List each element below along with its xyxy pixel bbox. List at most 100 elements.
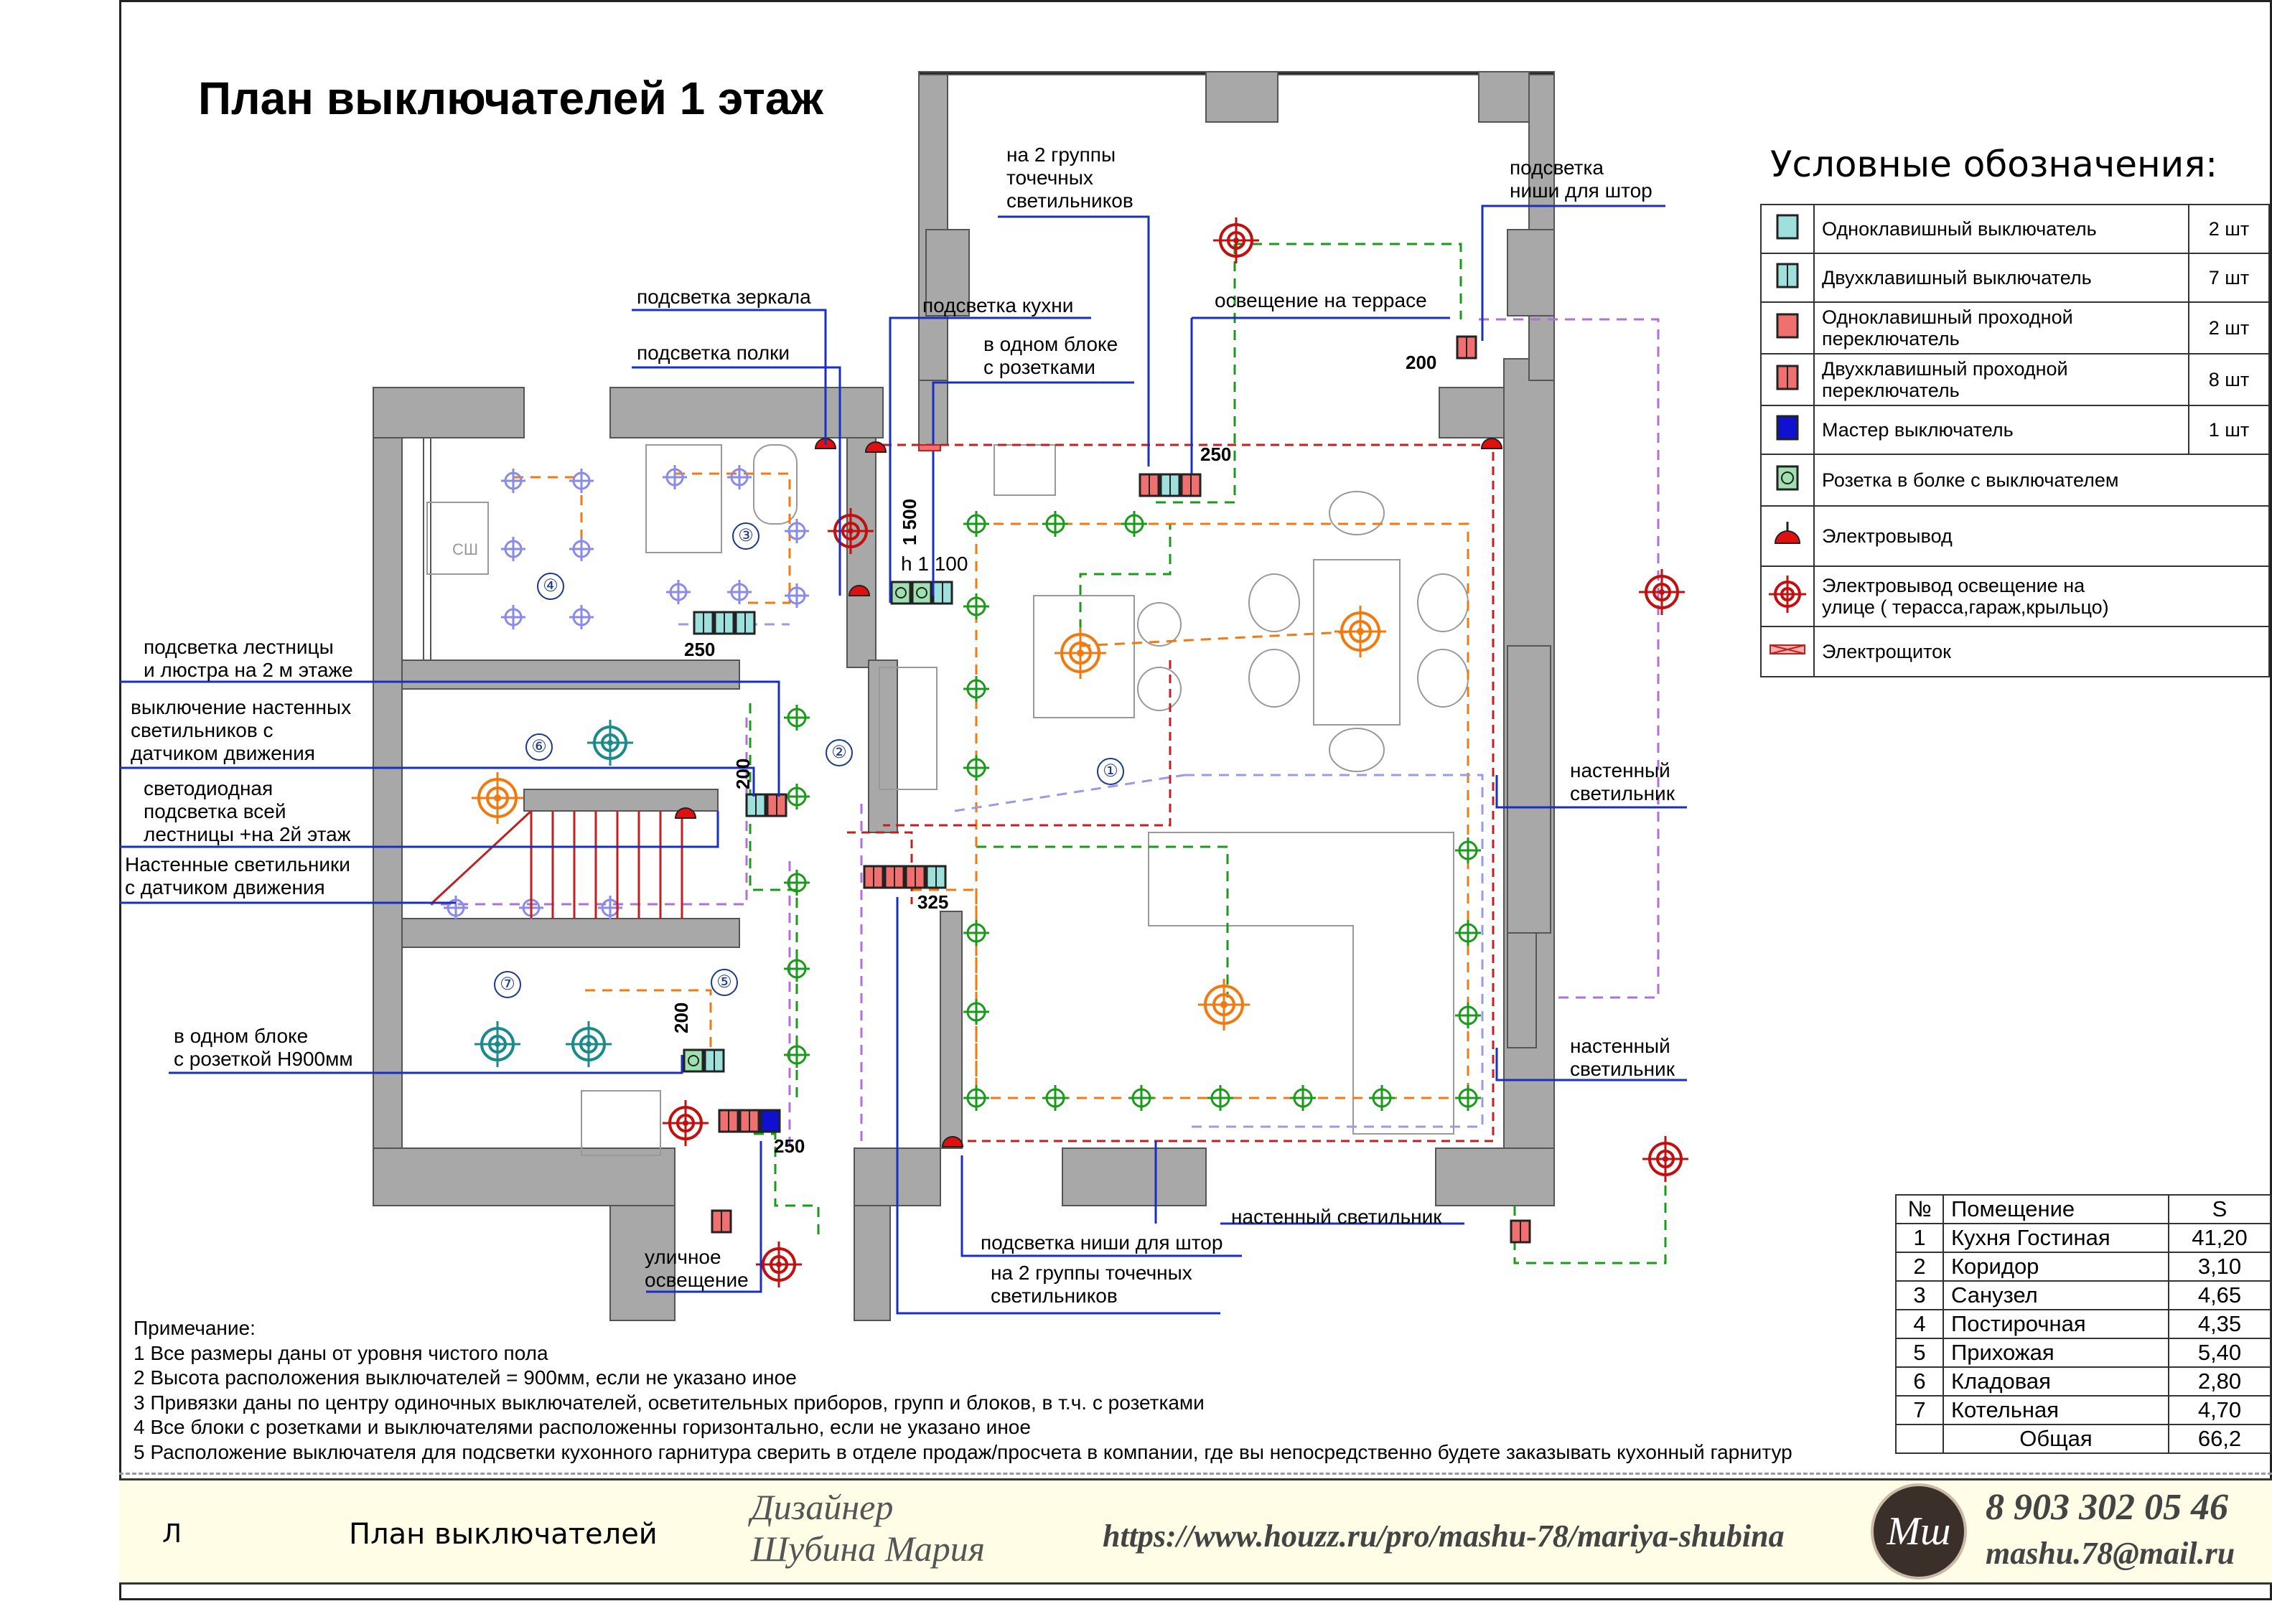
wiring-purple: [431, 318, 1660, 1148]
callout-one-block-socket-h900: в одном блоке с розеткой Н900мм: [174, 1025, 353, 1070]
double-pass-switch-icon: [1776, 365, 1799, 390]
room-name: Постирочная: [1943, 1309, 2169, 1339]
room-number-3: ③: [732, 522, 759, 550]
page-title: План выключателей 1 этаж: [198, 72, 823, 124]
room-number-7: ⑦: [494, 971, 521, 998]
room-num: 1: [1895, 1223, 1944, 1253]
callout-wall-light-1: настенный светильник: [1570, 759, 1675, 804]
callout-curtain-niche-bottom: подсветка ниши для штор: [981, 1231, 1223, 1254]
total-label: Общая: [1943, 1424, 2169, 1454]
callout-street: уличное освещение: [645, 1246, 749, 1291]
legend-count: 7 шт: [2188, 253, 2270, 303]
electrical-panel-icon: [918, 444, 941, 451]
callout-kitchen: подсветка кухни: [922, 294, 1074, 316]
room-area: 4,35: [2168, 1309, 2271, 1339]
dim-250-bath: 250: [684, 639, 716, 660]
callout-two-groups-bottom: на 2 группы точечных светильников: [991, 1262, 1192, 1307]
room-number-2: ②: [826, 739, 853, 766]
dim-325: 325: [917, 891, 949, 913]
walls: [373, 71, 1555, 1321]
legend-row: Одноклавишный выключатель 2 шт: [1760, 204, 2270, 254]
callout-led-stairs: светодиодная подсветка всей лестницы +на…: [144, 777, 351, 845]
room-name: Коридор: [1943, 1252, 2169, 1282]
legend-row: Электрощиток: [1760, 626, 2270, 677]
legend-label: Электрощиток: [1813, 626, 2270, 677]
legend-count: 2 шт: [2188, 301, 2270, 355]
legend-row: Электровывод: [1760, 505, 2270, 567]
legend-label: Двухклавишный проходной переключатель: [1813, 353, 2189, 406]
room-num: 4: [1895, 1309, 1944, 1339]
legend-label: Одноклавишный проходной переключатель: [1813, 301, 2189, 355]
room-num: 6: [1895, 1366, 1944, 1397]
designer-name: Дизайнер Шубина Мария: [751, 1487, 985, 1569]
room-area: 5,40: [2168, 1338, 2271, 1368]
room-name: Кухня Гостиная: [1943, 1223, 2169, 1253]
dim-1500: 1 500: [899, 498, 920, 545]
room-number-5: ⑤: [711, 969, 738, 996]
room-number-6: ⑥: [525, 733, 553, 761]
legend-count: 8 шт: [2188, 353, 2270, 406]
socket-switch-icon: [1776, 465, 1799, 491]
legend-row: Мастер выключатель 1 шт: [1760, 405, 2270, 455]
single-pass-switch-icon: [1776, 313, 1799, 339]
callout-terrace: освещение на террасе: [1215, 289, 1427, 311]
legend-count: 2 шт: [2188, 204, 2270, 254]
designer-url[interactable]: https://www.houzz.ru/pro/mashu-78/mariya…: [1103, 1519, 1785, 1554]
wiring-red: [847, 443, 1495, 1142]
sheet-number: Л: [162, 1519, 182, 1549]
switch-blocks: [683, 335, 1531, 1244]
callout-lines: [119, 205, 1687, 1315]
room-area: 2,80: [2168, 1366, 2271, 1397]
footer-divider: [119, 1473, 2272, 1475]
callout-wall-motion-off: выключение настенных светильников с датч…: [131, 696, 352, 764]
dim-250-entry: 250: [774, 1135, 805, 1157]
legend-table: Одноклавишный выключатель 2 шт Двухклави…: [1760, 204, 2270, 677]
room-num: 7: [1895, 1395, 1944, 1425]
designer-email[interactable]: mashu.78@mail.ru: [1986, 1536, 2235, 1571]
legend-label: Одноклавишный выключатель: [1813, 204, 2189, 254]
wiring-lavender: [678, 623, 1484, 1128]
room-area: 4,70: [2168, 1395, 2271, 1425]
sheet-name: План выключателей: [349, 1518, 658, 1551]
callout-curtain-niche-top: подсветка ниши для штор: [1510, 156, 1652, 202]
callout-wall-light-2: настенный светильник: [1570, 1035, 1675, 1080]
legend-label: Электровывод освещение на улице ( терасс…: [1813, 565, 2270, 627]
legend-label: Розетка в болке с выключателем: [1813, 454, 2270, 507]
wiring-orange: [513, 472, 1469, 1099]
designer-logo: Мш: [1871, 1483, 1967, 1580]
room-num: 2: [1895, 1252, 1944, 1282]
legend-label: Мастер выключатель: [1813, 405, 2189, 455]
legend-row: Двухклавишный выключатель 7 шт: [1760, 253, 2270, 303]
callout-shelf: подсветка полки: [637, 342, 790, 364]
callout-stair-chandelier: подсветка лестницы и люстра на 2 м этаже: [144, 636, 353, 681]
label-sh: СШ: [452, 540, 479, 558]
callout-mirror: подсветка зеркала: [637, 286, 811, 308]
callout-wall-motion: Настенные светильники с датчиком движени…: [125, 853, 350, 898]
designer-phone: 8 903 302 05 46: [1986, 1487, 2228, 1528]
power-outlet-icon: [1774, 522, 1801, 544]
rooms-header-row: № Помещение S: [1895, 1194, 2271, 1224]
dim-h1100: h 1 100: [901, 553, 968, 575]
room-name: Кладовая: [1943, 1366, 2169, 1397]
title-block: Л План выключателей Дизайнер Шубина Мари…: [119, 1478, 2272, 1585]
callout-wall-light-bottom: настенный светильник: [1231, 1206, 1442, 1228]
dim-200-hall: 200: [670, 1002, 692, 1033]
sheet-frame: [119, 0, 2272, 1600]
stairs: [429, 809, 683, 919]
room-number-1: ①: [1097, 758, 1124, 785]
legend-count: 1 шт: [2188, 405, 2270, 455]
dim-200-corridor: 200: [732, 758, 754, 789]
rooms-header-name: Помещение: [1943, 1194, 2169, 1224]
total-area: 66,2: [2168, 1424, 2271, 1454]
legend-row: Двухклавишный проходной переключатель 8 …: [1760, 353, 2270, 406]
dim-200-top: 200: [1406, 352, 1437, 373]
double-switch-icon: [1776, 263, 1799, 288]
dim-250-kitchen: 250: [1200, 443, 1232, 465]
